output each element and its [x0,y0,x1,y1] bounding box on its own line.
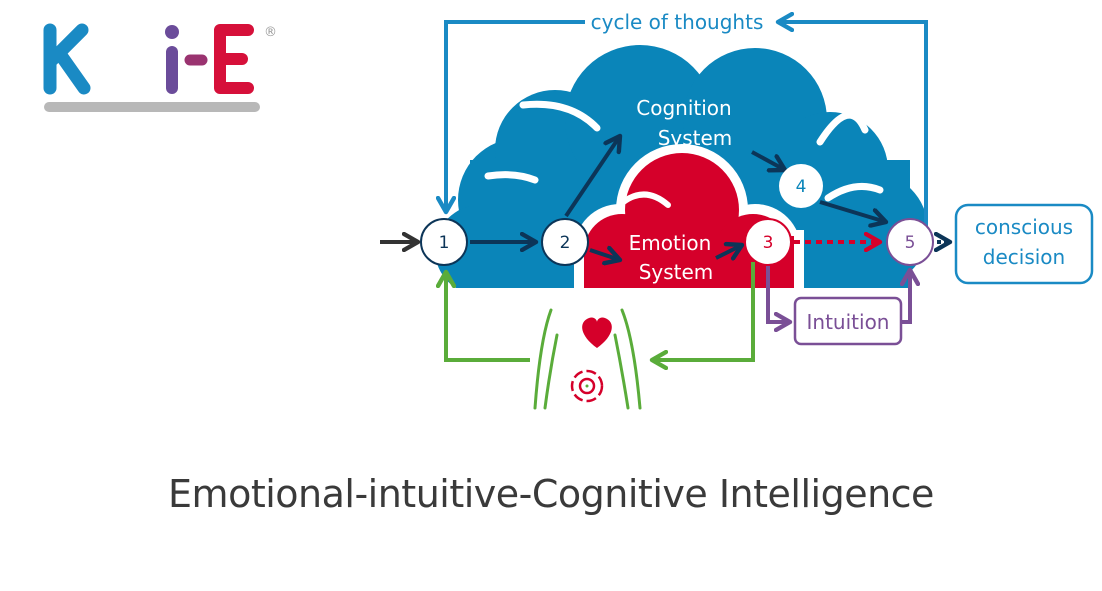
logo-underline [44,102,260,112]
eic-diagram: Cognition System Emotion System cycle of… [380,10,1094,410]
emotion-label-2: System [639,260,714,284]
flow-arrows [470,136,950,260]
svg-text:2: 2 [560,233,571,253]
decision-label-2: decision [983,245,1065,269]
svg-text:1: 1 [439,233,450,253]
cycle-of-thoughts-loop [446,22,928,240]
emotion-label: Emotion [629,231,712,255]
node-5: 5 [886,218,934,266]
logo-registered-mark: ® [264,25,277,40]
cycle-label: cycle of thoughts [591,10,764,34]
body-feedback-loop [446,262,755,360]
intuition-label: Intuition [807,310,890,334]
body-heart-gut-icon [533,308,642,410]
intuition-box: Intuition [793,296,903,346]
node-4: 4 [779,164,823,208]
heart-icon [582,317,612,348]
logo-letter-i-dot [165,25,179,39]
decision-label-1: conscious [975,215,1073,239]
node-3: 3 [744,218,792,266]
page-title: Emotional-intuitive-Cognitive Intelligen… [168,472,934,516]
cognition-cloud-highlights [484,100,884,202]
conscious-decision-box: conscious decision [954,203,1094,285]
svg-text:3: 3 [763,233,774,253]
logo-letter-e [214,24,254,94]
gut-target-icon [570,369,604,403]
emotion-cloud-highlight [619,191,671,208]
cognition-label: Cognition [636,96,731,120]
svg-text:4: 4 [796,177,807,197]
kie-logo: ® [43,23,277,112]
svg-text:5: 5 [905,233,916,253]
intuition-path [766,266,910,322]
cognition-label-2: System [658,126,733,150]
node-2: 2 [541,218,589,266]
node-1: 1 [420,218,468,266]
logo-letter-k [43,23,91,95]
